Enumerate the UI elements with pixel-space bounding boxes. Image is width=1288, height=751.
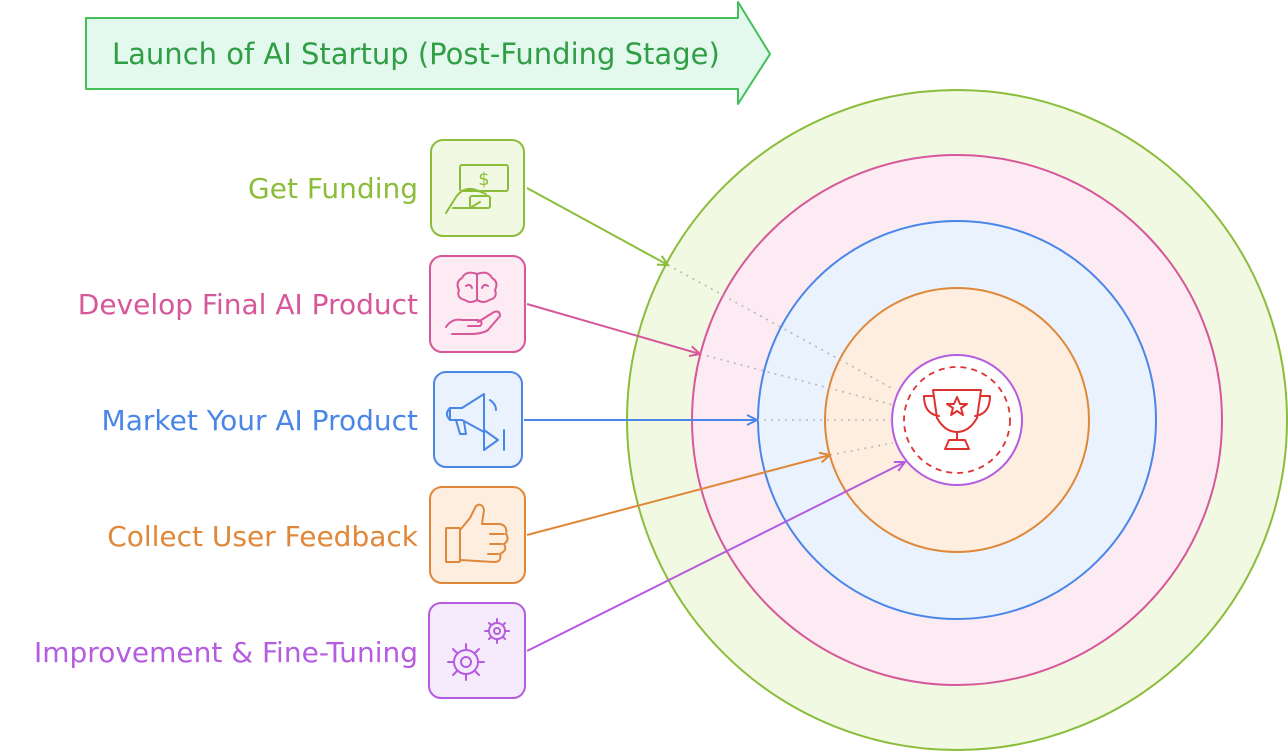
- step-box-market-product: [433, 371, 523, 468]
- step-label-collect-feedback: Collect User Feedback: [107, 520, 419, 553]
- step-improvement: Improvement & Fine-Tuning: [34, 602, 526, 699]
- arrow-develop-product: [526, 303, 700, 354]
- megaphone-icon: [446, 393, 505, 451]
- step-box-collect-feedback: [429, 486, 526, 584]
- arrow-collect-feedback: [526, 455, 830, 536]
- step-market-product: Market Your AI Product: [102, 371, 523, 468]
- step-label-develop-product: Develop Final AI Product: [78, 288, 418, 321]
- title-arrow-shape: [85, 1, 771, 105]
- step-label-get-funding: Get Funding: [248, 172, 418, 205]
- guide-lines: [667, 264, 896, 456]
- target-rings: [626, 89, 1288, 751]
- ring-improvement: [891, 354, 1023, 486]
- step-get-funding: Get Funding $: [248, 139, 525, 237]
- arrow-get-funding: [526, 187, 668, 265]
- thumbs-up-icon: [445, 503, 509, 563]
- step-label-improvement: Improvement & Fine-Tuning: [34, 636, 418, 669]
- trophy-icon: [923, 389, 991, 450]
- money-hand-icon: $: [445, 164, 509, 214]
- brain-hand-icon: [445, 271, 501, 335]
- title-banner: Launch of AI Startup (Post-Funding Stage…: [85, 1, 771, 105]
- page-title: Launch of AI Startup (Post-Funding Stage…: [112, 37, 720, 71]
- step-box-develop-product: [429, 255, 526, 353]
- connector-arrows: [524, 187, 905, 652]
- ring-core-dashed: [903, 366, 1011, 474]
- arrow-improvement: [526, 462, 905, 652]
- step-label-market-product: Market Your AI Product: [102, 404, 418, 437]
- step-collect-feedback: Collect User Feedback: [107, 486, 526, 584]
- step-develop-product: Develop Final AI Product: [78, 255, 526, 353]
- gears-icon: [447, 618, 510, 681]
- svg-text:$: $: [478, 169, 489, 190]
